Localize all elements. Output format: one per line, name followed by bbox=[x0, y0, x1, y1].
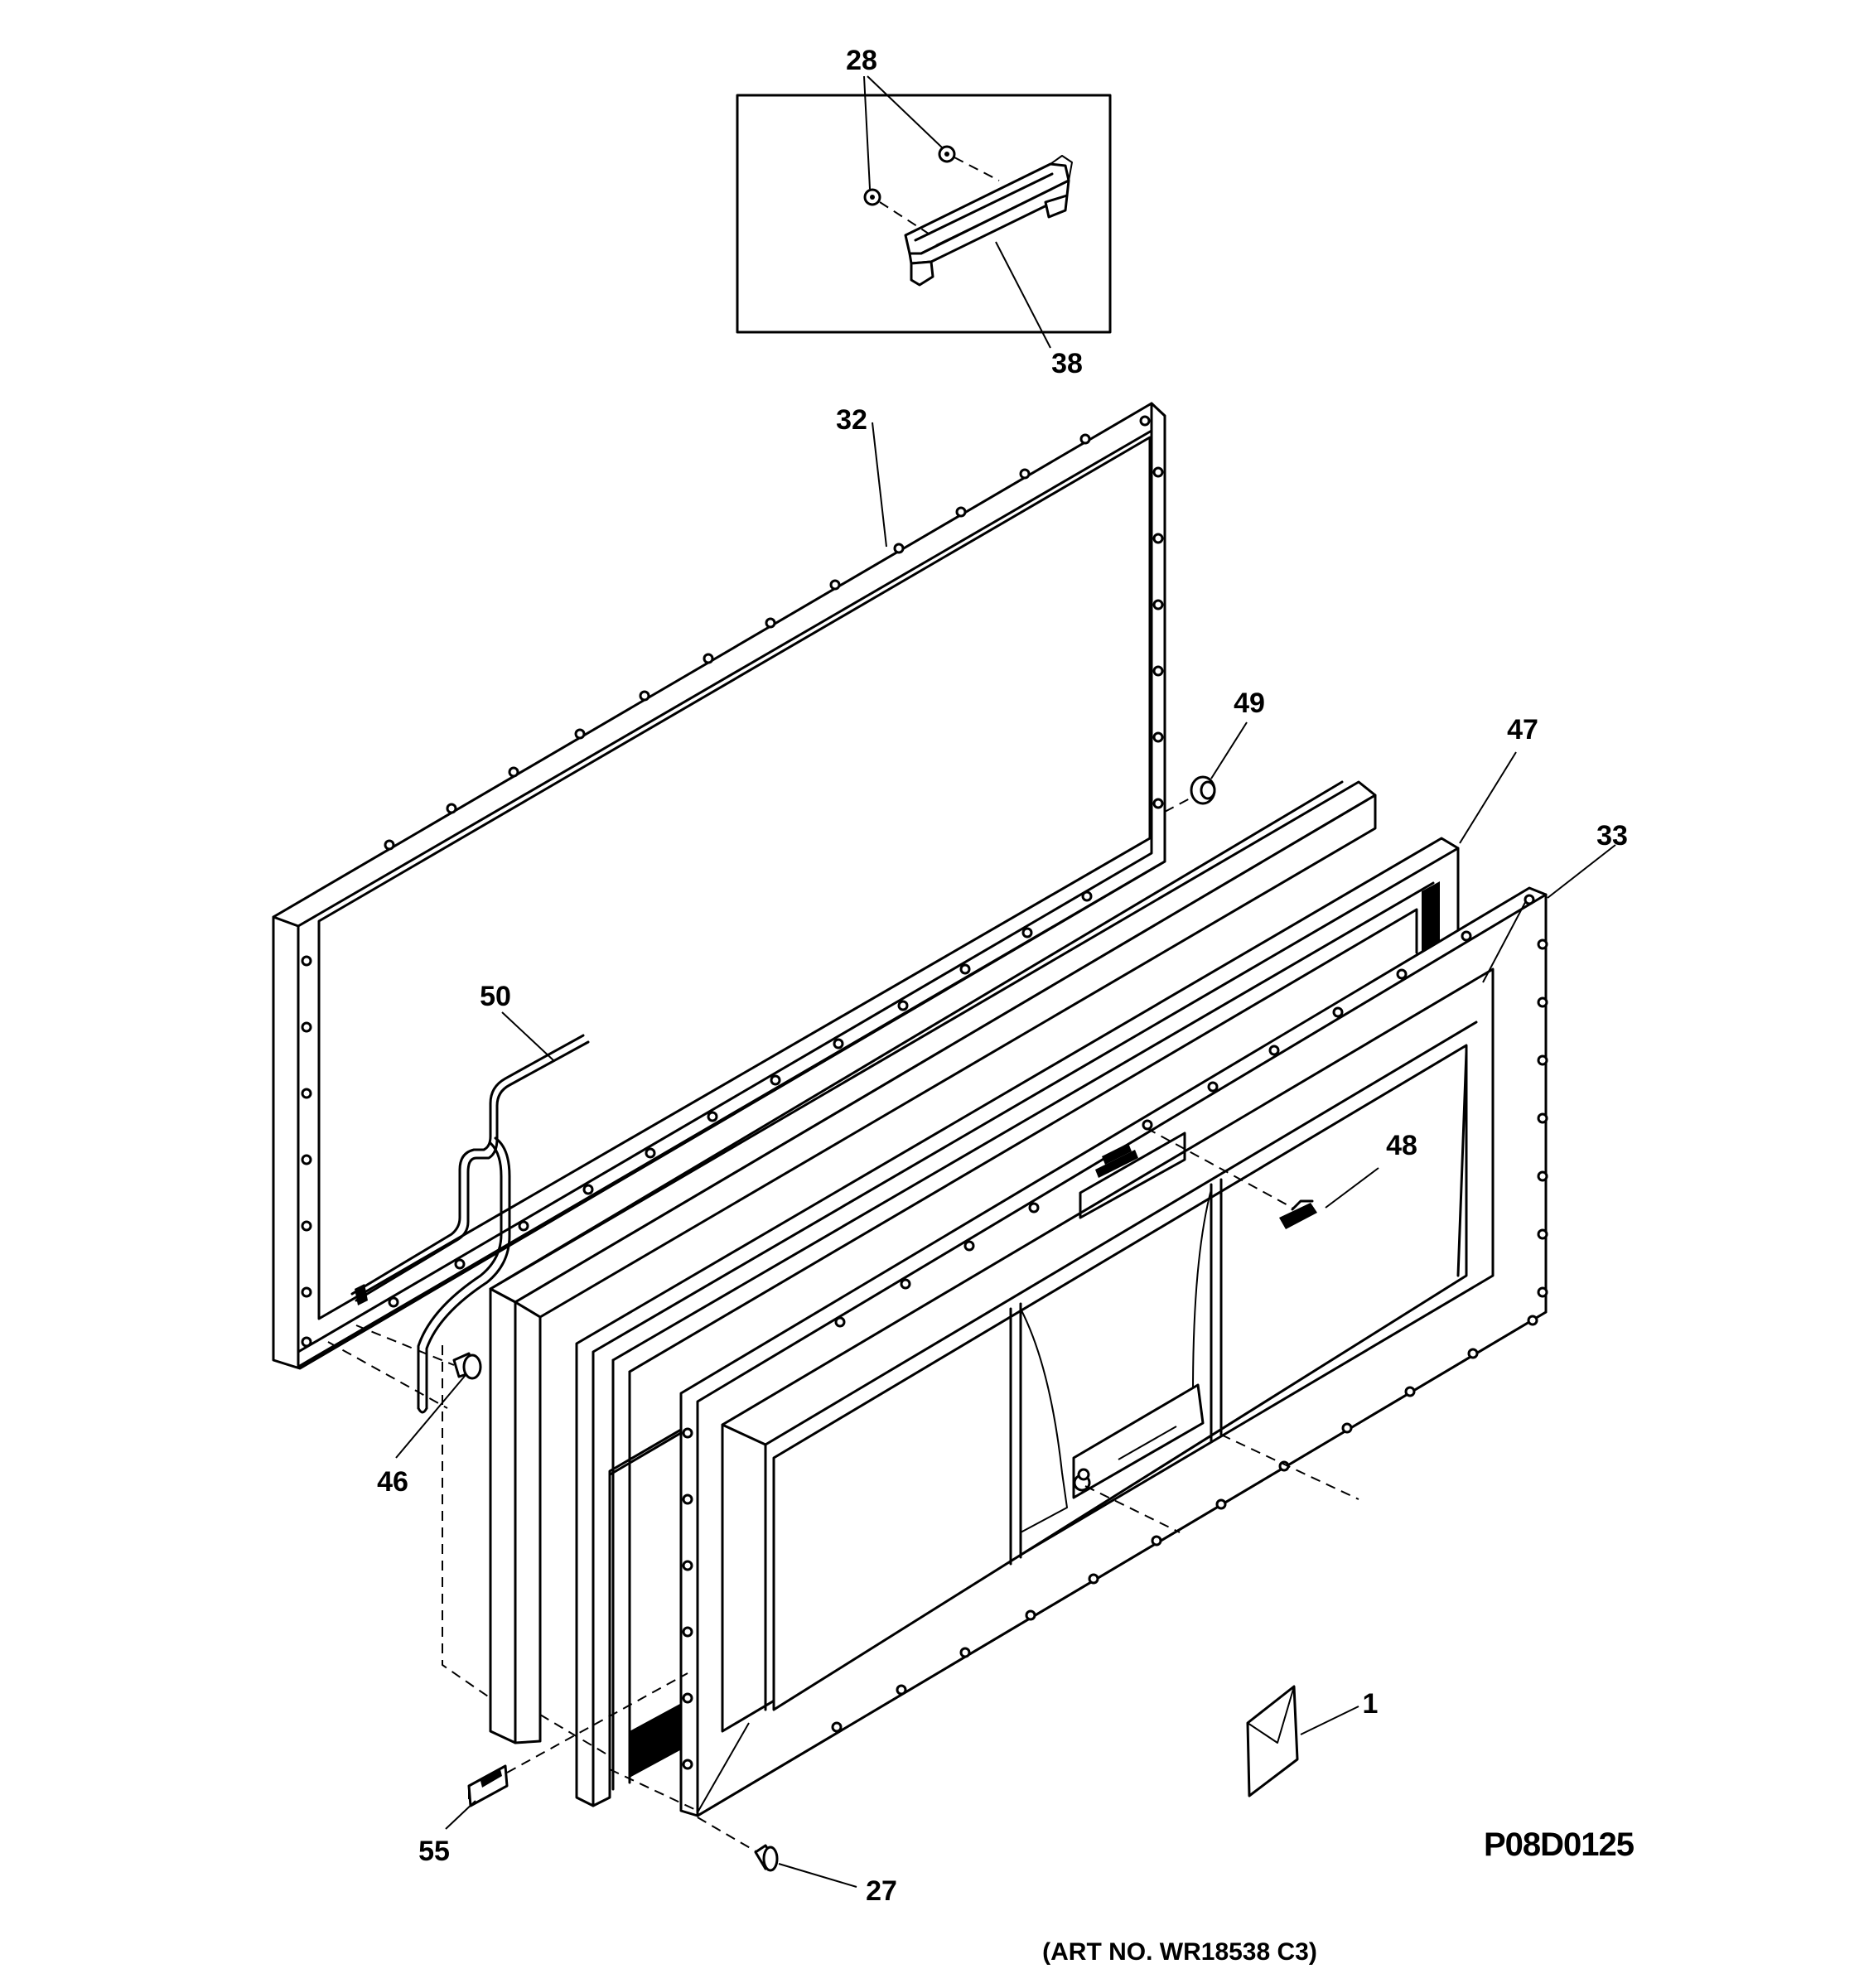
handle-part-38 bbox=[904, 155, 1073, 287]
leader-46 bbox=[395, 1374, 466, 1459]
leader-28-a bbox=[867, 75, 943, 148]
handle-inset bbox=[736, 75, 1112, 349]
label-55: 55 bbox=[418, 1836, 450, 1867]
latch-slot bbox=[1095, 1143, 1138, 1178]
label-48: 48 bbox=[1386, 1130, 1417, 1161]
diagram-code: P08D0125 bbox=[1484, 1826, 1635, 1863]
label-28: 28 bbox=[846, 45, 877, 76]
liner-vent-upper bbox=[1422, 881, 1440, 961]
envelope-part-1 bbox=[1246, 1685, 1359, 1797]
clip-part-48 bbox=[1095, 1127, 1379, 1229]
bumper-part-49 bbox=[1164, 721, 1248, 813]
screw-part-27 bbox=[697, 1817, 857, 1888]
dash-bracket bbox=[1084, 1485, 1181, 1533]
inset-frame bbox=[736, 94, 1112, 334]
plug-part-46 bbox=[355, 1325, 482, 1459]
nut-28-upper bbox=[938, 145, 956, 163]
label-50: 50 bbox=[480, 981, 511, 1012]
wire-part-50 bbox=[350, 1011, 590, 1414]
outer-frame-bracket bbox=[1072, 1383, 1205, 1499]
leader-55 bbox=[445, 1800, 476, 1830]
label-38: 38 bbox=[1051, 348, 1083, 379]
door-panel bbox=[489, 780, 1377, 1744]
art-number: (ART NO. WR18538 C3) bbox=[1042, 1938, 1317, 1966]
dash-27 bbox=[697, 1817, 758, 1853]
outer-frame-part-33 bbox=[679, 844, 1616, 1817]
label-32: 32 bbox=[836, 404, 867, 436]
dash-28-lower bbox=[879, 201, 932, 236]
leader-32 bbox=[872, 422, 887, 548]
outer-frame-holes bbox=[682, 894, 1548, 1770]
liner-vent-lower bbox=[630, 1700, 688, 1778]
dash-28-upper bbox=[954, 157, 1000, 181]
alignment-lines bbox=[327, 1341, 1359, 1812]
label-27: 27 bbox=[866, 1875, 897, 1907]
dash-48 bbox=[1146, 1127, 1293, 1209]
leader-47 bbox=[1459, 751, 1517, 844]
leader-33 bbox=[1547, 844, 1616, 899]
label-46: 46 bbox=[377, 1466, 408, 1498]
nut-28-lower bbox=[863, 188, 881, 206]
leader-38 bbox=[995, 241, 1051, 349]
bracket-part-55 bbox=[445, 1672, 688, 1830]
leader-28-b bbox=[863, 75, 871, 190]
label-1: 1 bbox=[1363, 1688, 1379, 1720]
label-49: 49 bbox=[1234, 688, 1265, 719]
leader-49 bbox=[1210, 721, 1248, 779]
leader-27 bbox=[778, 1863, 857, 1888]
gasket-holes bbox=[301, 415, 1164, 1348]
dash-55 bbox=[506, 1672, 688, 1773]
label-33: 33 bbox=[1596, 820, 1628, 852]
leader-1 bbox=[1300, 1706, 1359, 1735]
label-47: 47 bbox=[1507, 714, 1538, 746]
leader-48 bbox=[1325, 1167, 1379, 1209]
leader-50 bbox=[501, 1011, 554, 1061]
